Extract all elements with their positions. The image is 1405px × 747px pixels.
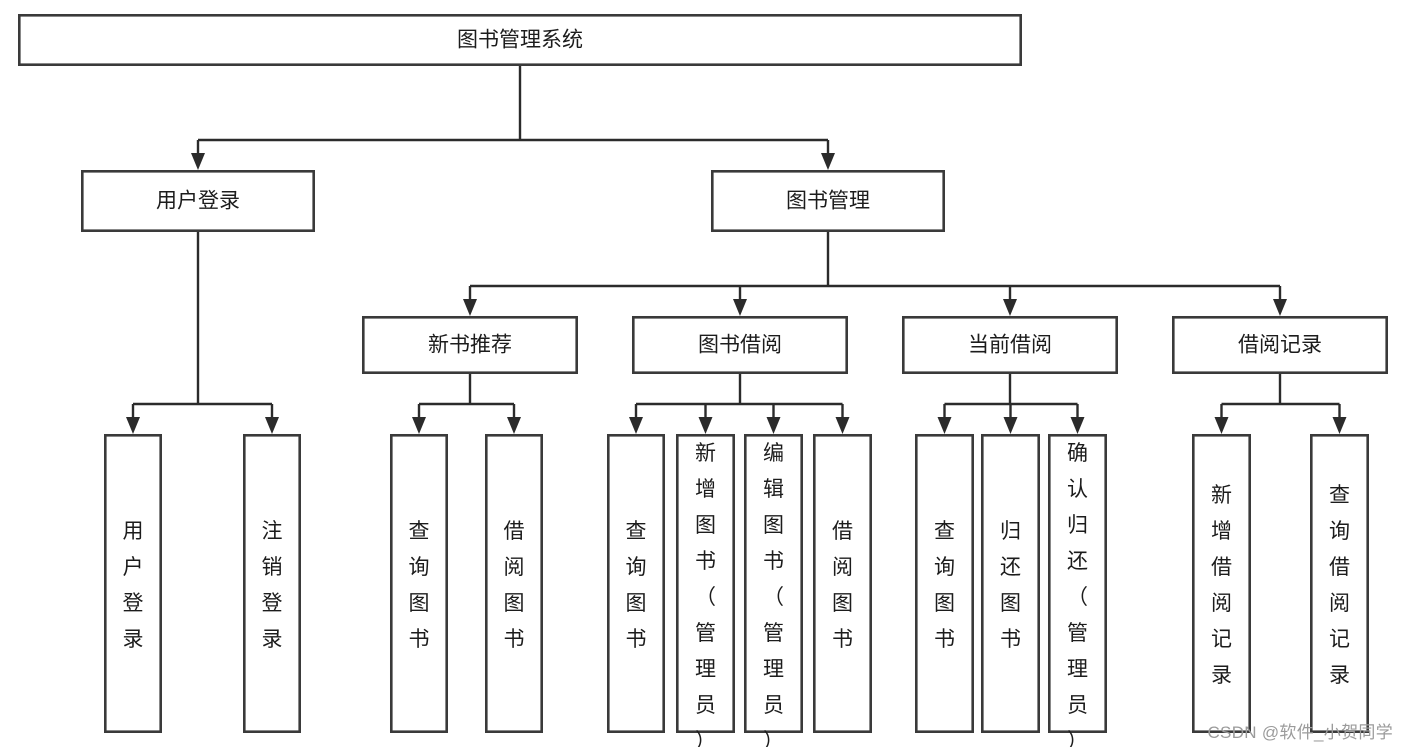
node-box-rect [243, 433, 302, 733]
node-leaf-borrow-book-recommend[interactable]: 借阅图书 [484, 433, 543, 733]
edge-arrowhead [265, 417, 279, 434]
node-box-rect [675, 433, 735, 733]
node-box-rect [81, 170, 315, 233]
edge-arrowhead [1070, 417, 1085, 434]
node-label: 编辑图书（管理员） [763, 442, 784, 747]
edge-arrowhead [126, 417, 140, 434]
node-leaf-query-book-current[interactable]: 查询图书 [914, 433, 974, 733]
node-label: 图书管理系统 [457, 29, 583, 52]
node-label: 查询图书 [626, 520, 647, 651]
node-new-book-recommend[interactable]: 新书推荐 [361, 315, 578, 374]
node-label: 当前借阅 [968, 334, 1052, 357]
edge-arrowhead [629, 417, 643, 434]
node-label: 查询图书 [409, 520, 430, 651]
edge-arrowhead [1332, 417, 1347, 434]
edge-group-book-borrow [629, 374, 850, 434]
node-root[interactable]: 图书管理系统 [17, 14, 1023, 67]
node-leaf-user-login[interactable]: 用户登录 [104, 433, 163, 733]
node-box-rect [980, 433, 1040, 733]
node-current-borrow[interactable]: 当前借阅 [901, 315, 1118, 374]
node-box-rect [1172, 315, 1389, 374]
node-borrow-record[interactable]: 借阅记录 [1172, 315, 1389, 374]
node-leaf-edit-book-admin[interactable]: 编辑图书（管理员） [743, 433, 803, 747]
edge-arrowhead [1003, 417, 1018, 434]
node-label: 查询图书 [934, 520, 955, 651]
node-label: 借阅图书 [504, 520, 525, 651]
connectors-layer [126, 66, 1347, 434]
node-box-rect [606, 433, 665, 733]
edge-arrowhead [1003, 299, 1017, 316]
node-label: 借阅记录 [1238, 334, 1322, 357]
watermark-credit: CSDN @软件_小贺同学 [1207, 723, 1393, 742]
edge-arrowhead [821, 153, 835, 170]
node-label: 图书借阅 [698, 334, 782, 357]
node-label: 用户登录 [123, 520, 144, 651]
node-leaf-confirm-return-admin[interactable]: 确认归还（管理员） [1048, 433, 1108, 747]
node-leaf-return-book[interactable]: 归还图书 [980, 433, 1040, 733]
node-box-rect [104, 433, 163, 733]
node-box-rect [812, 433, 872, 733]
node-user-login[interactable]: 用户登录 [81, 170, 315, 233]
node-label: 新书推荐 [428, 334, 512, 357]
node-box-rect [743, 433, 803, 733]
node-box-rect [1310, 433, 1370, 733]
node-leaf-query-book-recommend[interactable]: 查询图书 [389, 433, 448, 733]
edge-arrowhead [1273, 299, 1287, 316]
edge-arrowhead [733, 299, 747, 316]
node-box-rect [710, 170, 945, 233]
edge-arrowhead [412, 417, 426, 434]
edge-arrowhead [1214, 417, 1229, 434]
node-box-rect [1192, 433, 1252, 733]
node-label: 归还图书 [1000, 520, 1021, 651]
node-box-rect [389, 433, 448, 733]
node-leaf-add-borrow-record[interactable]: 新增借阅记录 [1192, 433, 1252, 733]
node-box-rect [1048, 433, 1108, 733]
node-leaf-query-borrow-record[interactable]: 查询借阅记录 [1310, 433, 1370, 733]
node-label: 确认归还（管理员） [1067, 442, 1088, 747]
edge-arrowhead [698, 417, 713, 434]
node-label: 注销登录 [262, 520, 283, 651]
node-boxes-layer: 图书管理系统用户登录图书管理新书推荐图书借阅当前借阅借阅记录用户登录注销登录查询… [17, 14, 1389, 747]
node-label: 用户登录 [156, 190, 240, 213]
edge-arrowhead [507, 417, 521, 434]
node-leaf-logout-login[interactable]: 注销登录 [243, 433, 302, 733]
node-box-rect [914, 433, 974, 733]
edge-arrowhead [937, 417, 952, 434]
edge-arrowhead [463, 299, 477, 316]
node-label: 图书管理 [786, 190, 870, 213]
node-leaf-borrow-book[interactable]: 借阅图书 [812, 433, 872, 733]
node-label: 查询借阅记录 [1329, 484, 1350, 687]
edge-group-borrow-record [1214, 374, 1347, 434]
node-leaf-query-book-borrow[interactable]: 查询图书 [606, 433, 665, 733]
edge-group-book-management [463, 232, 1287, 316]
edge-group-user-login [126, 232, 279, 434]
node-label: 新增图书（管理员） [695, 442, 716, 747]
edge-group-root [191, 66, 835, 170]
node-box-rect [361, 315, 578, 374]
node-label: 新增借阅记录 [1211, 484, 1232, 687]
node-leaf-add-book-admin[interactable]: 新增图书（管理员） [675, 433, 735, 747]
edge-arrowhead [766, 417, 781, 434]
edge-arrowhead [835, 417, 850, 434]
node-box-rect [484, 433, 543, 733]
node-label: 借阅图书 [832, 520, 853, 651]
node-book-management[interactable]: 图书管理 [710, 170, 945, 233]
edge-group-new-book-recommend [412, 374, 521, 434]
node-book-borrow[interactable]: 图书借阅 [631, 315, 848, 374]
edge-group-current-borrow [937, 374, 1085, 434]
node-box-rect [631, 315, 848, 374]
edge-arrowhead [191, 153, 205, 170]
node-box-rect [901, 315, 1118, 374]
node-box-rect [17, 14, 1023, 67]
